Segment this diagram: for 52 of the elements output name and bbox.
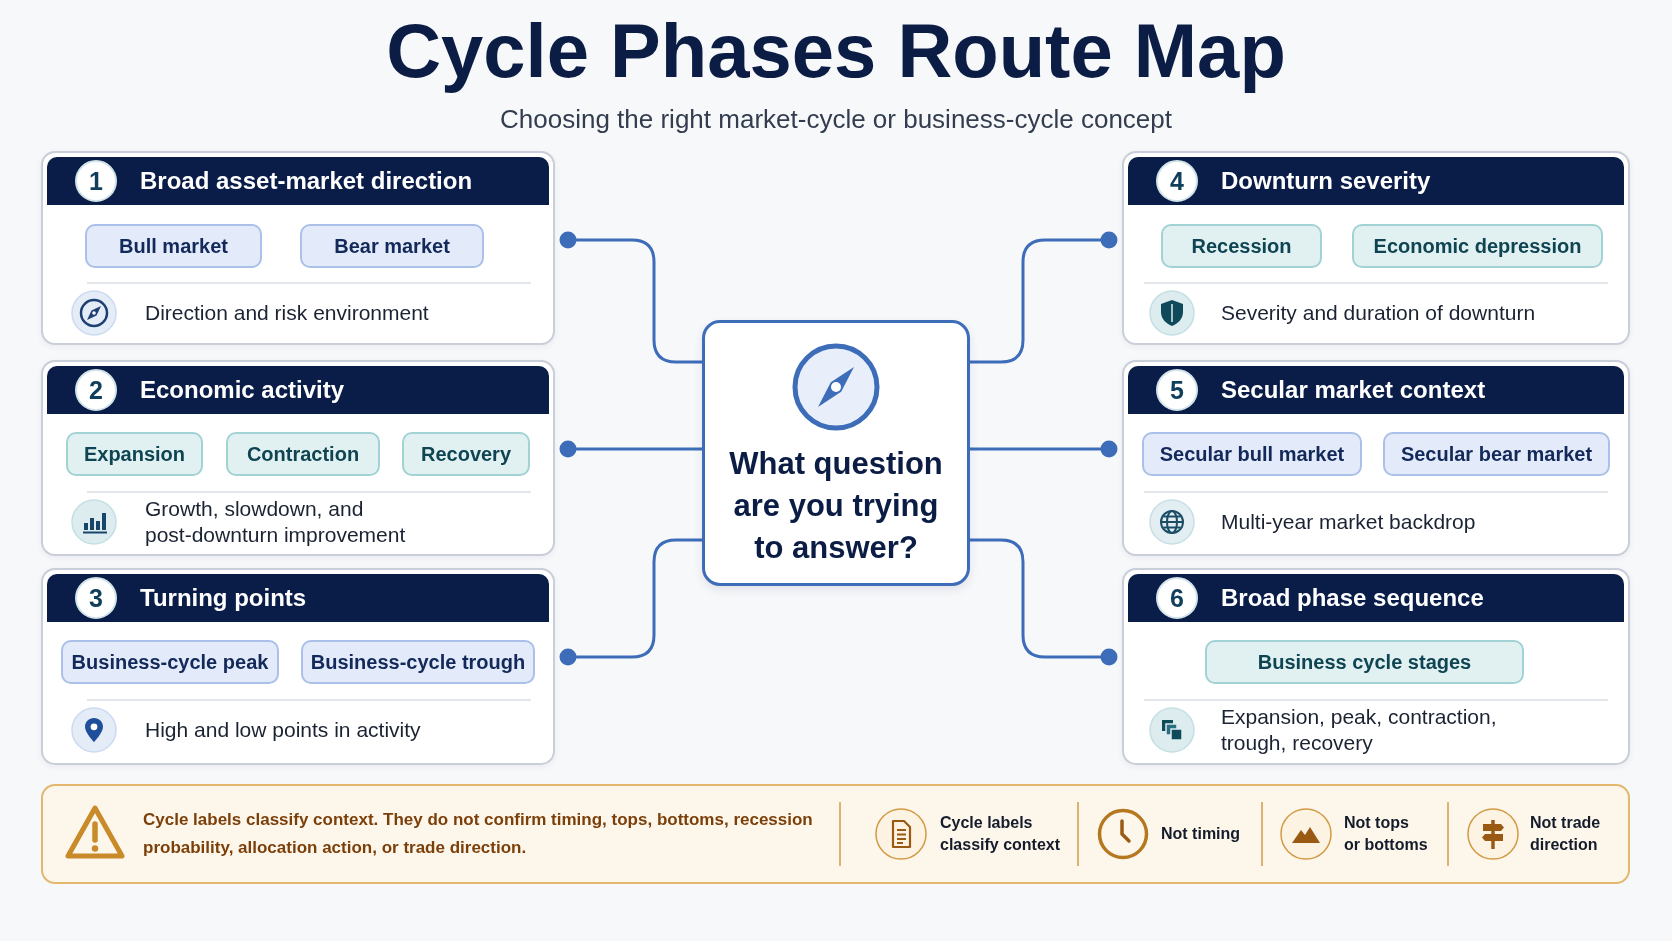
panel-description: Growth, slowdown, and post-downturn improvement — [145, 496, 407, 548]
term-pill: Bear market — [300, 224, 484, 268]
category-panel — [41, 360, 555, 556]
connector-line — [970, 440, 1118, 458]
disclaimer-text: Cycle labels classify context. They do not confirm timing, tops, bottoms, recession probability, allocation action, or trade direction. — [143, 809, 813, 859]
connector-line — [559, 538, 702, 666]
note-text: Not timing — [1161, 824, 1242, 844]
term-pill: Recession — [1161, 224, 1322, 268]
term-pill: Business-cycle trough — [301, 640, 535, 684]
panel-heading: Turning points — [140, 583, 307, 613]
term-pill: Expansion — [66, 432, 203, 476]
term-pill: Business cycle stages — [1205, 640, 1524, 684]
panel-heading: Downturn severity — [1221, 166, 1431, 196]
term-pill: Recovery — [402, 432, 530, 476]
term-pill: Contraction — [226, 432, 380, 476]
number-badge: 5 — [1156, 369, 1198, 411]
category-panel — [1122, 568, 1630, 765]
note-text: Not trade direction — [1530, 813, 1602, 855]
panel-heading: Broad asset-market direction — [140, 166, 473, 196]
question-box — [702, 320, 970, 586]
title: Cycle Phases Route Map — [386, 7, 1286, 95]
term-pill: Economic depression — [1352, 224, 1603, 268]
number-badge: 6 — [1156, 577, 1198, 619]
number-badge: 4 — [1156, 160, 1198, 202]
panel-description: Expansion, peak, contraction, trough, recovery — [1221, 704, 1498, 756]
disclaimer-banner — [41, 784, 1630, 884]
number-badge: 1 — [75, 160, 117, 202]
category-panel — [41, 151, 555, 345]
term-pill: Bull market — [85, 224, 262, 268]
term-pill: Secular bull market — [1142, 432, 1362, 476]
panel-heading: Broad phase sequence — [1221, 583, 1484, 613]
term-pill: Business-cycle peak — [61, 640, 279, 684]
question-text: What question are you trying to answer? — [728, 445, 944, 567]
note-text: Not tops or bottoms — [1344, 813, 1429, 855]
panel-description: Multi-year market backdrop — [1221, 509, 1477, 535]
category-panel — [1122, 360, 1630, 556]
note-text: Cycle labels classify context — [940, 813, 1062, 855]
panel-description: Direction and risk environment — [145, 300, 430, 326]
connector-line — [970, 538, 1118, 666]
number-badge: 2 — [75, 369, 117, 411]
term-pill: Secular bear market — [1383, 432, 1610, 476]
subtitle: Choosing the right market-cycle or business-cycle concept — [500, 103, 1172, 136]
category-panel — [1122, 151, 1630, 345]
number-badge: 3 — [75, 577, 117, 619]
panel-description: High and low points in activity — [145, 717, 422, 743]
panel-heading: Secular market context — [1221, 375, 1486, 405]
category-panel — [41, 568, 555, 765]
panel-heading: Economic activity — [140, 375, 345, 405]
connector-line — [970, 231, 1118, 364]
panel-description: Severity and duration of downturn — [1221, 300, 1537, 326]
connector-line — [559, 231, 702, 364]
connector-line — [559, 440, 702, 458]
